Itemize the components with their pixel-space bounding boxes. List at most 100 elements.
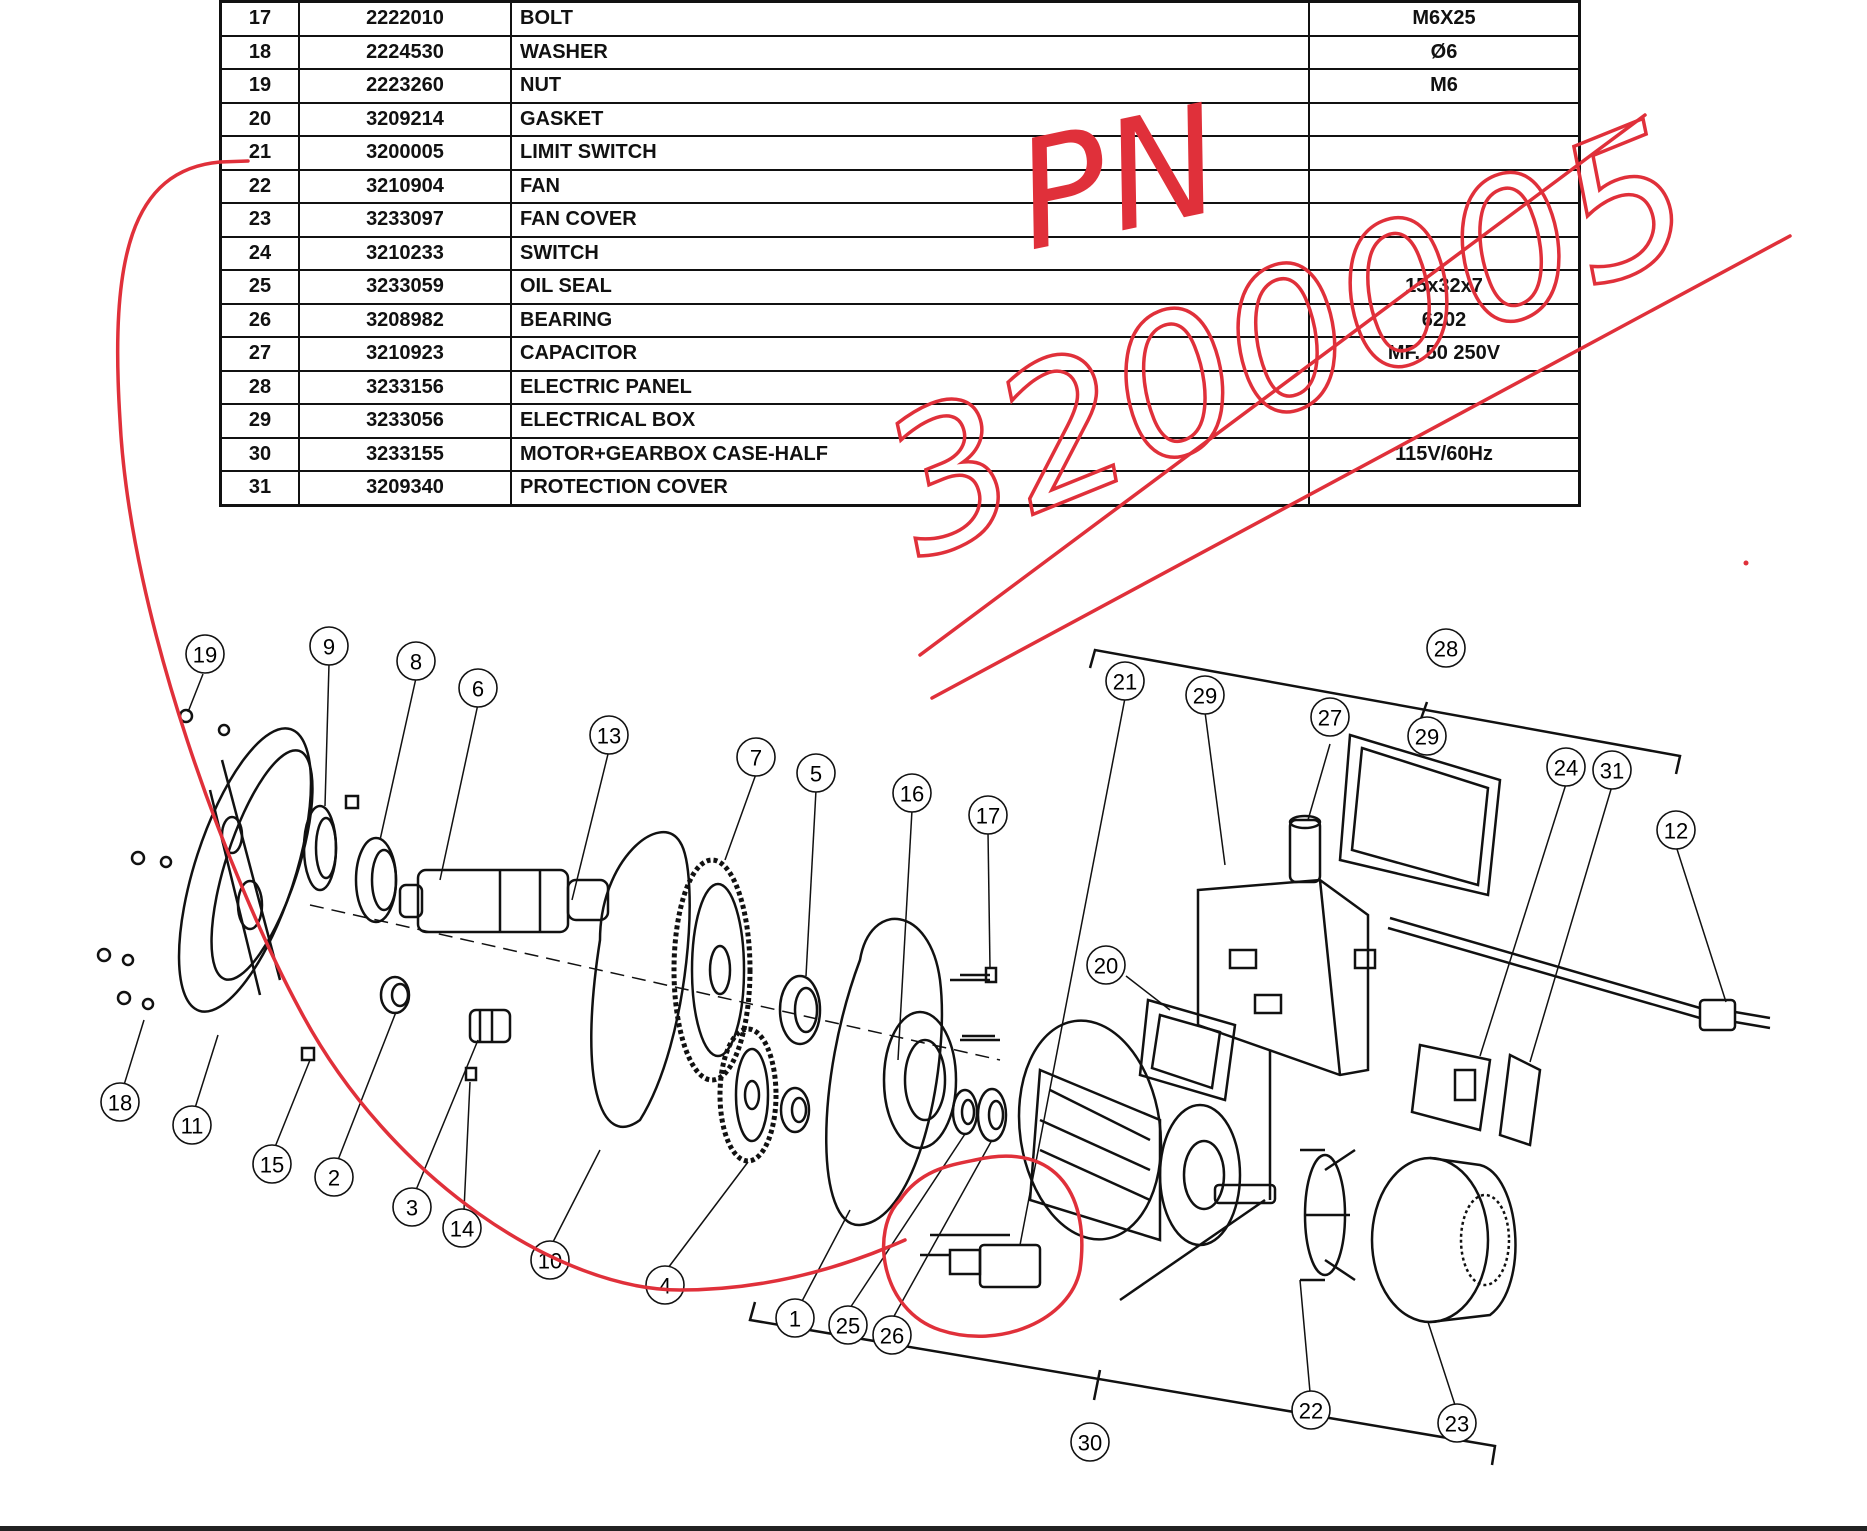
callout: 24 [1546,747,1586,787]
callout-label: 11 [181,1114,204,1139]
part-description: BOLT [510,0,1310,37]
callout-label: 19 [193,643,217,668]
callout: 28 [1426,628,1466,668]
callout-label: 14 [450,1217,474,1242]
callout-label: 2 [328,1166,340,1191]
callout-label: 17 [976,804,1000,829]
callout-label: 20 [1094,954,1118,979]
callout-label: 10 [538,1249,562,1274]
callout: 6 [458,668,498,708]
callouts: 19 9 8 6 13 7 5 16 17 21 29 28 27 29 24 … [100,626,1696,1462]
callout: 10 [530,1240,570,1280]
callout-label: 22 [1299,1399,1323,1424]
callout-label: 1 [789,1307,801,1332]
callout: 21 [1105,661,1145,701]
callout-label: 28 [1434,637,1458,662]
fan-drawing [1300,1148,1356,1282]
seal-25-bearing-26-drawing [951,1087,1008,1143]
callout: 13 [589,715,629,755]
housing-half-drawing [177,727,314,1013]
callout-label: 16 [900,782,924,807]
callout: 26 [872,1315,912,1355]
part-number: 2224530 [298,34,512,70]
electrical-box-drawing [1119,814,1377,1302]
part-number: 3209214 [298,101,512,137]
callout: 29 [1185,675,1225,715]
callout: 25 [828,1305,868,1345]
callout-label: 15 [260,1153,284,1178]
callout-label: 30 [1078,1431,1102,1456]
callout: 14 [442,1208,482,1248]
callout-label: 29 [1193,684,1217,709]
callout: 15 [252,1144,292,1184]
callout: 12 [1656,810,1696,850]
callout-label: 12 [1664,819,1688,844]
limit-switch-drawing [920,1233,1042,1289]
callout: 18 [100,1082,140,1122]
item-number: 17 [219,0,300,37]
part-number: 2222010 [298,0,512,37]
callout-label: 27 [1318,706,1342,731]
switch-and-cover-drawing [1410,1043,1542,1147]
callout-label: 25 [836,1314,860,1339]
callout-label: 31 [1600,759,1624,784]
callout-label: 29 [1415,725,1439,750]
part-spec: M6X25 [1308,0,1581,37]
callout: 8 [396,641,436,681]
centerline [309,904,1001,1061]
callout: 5 [796,753,836,793]
callout: 22 [1291,1390,1331,1430]
callout: 31 [1592,750,1632,790]
nuts-and-washers-drawing [96,708,478,1082]
item-number: 18 [219,34,300,70]
callout: 27 [1310,697,1350,737]
callout: 17 [968,795,1008,835]
callout: 7 [736,737,776,777]
callout: 1 [775,1298,815,1338]
callout: 20 [1086,945,1126,985]
power-cord-drawing [1387,916,1771,1032]
callout-label: 4 [659,1274,671,1299]
callout: 23 [1437,1403,1477,1443]
callout-label: 3 [406,1196,418,1221]
callout: 2 [314,1157,354,1197]
callout: 19 [185,634,225,674]
part-spec: Ø6 [1308,34,1581,70]
part-description: WASHER [510,34,1310,70]
callout: 16 [892,773,932,813]
shaft-drawing [398,868,610,1044]
motor-drawing [1017,1019,1277,1247]
item-number: 20 [219,101,300,137]
callout-label: 8 [410,650,422,675]
gearbox-cover-drawing [825,917,1000,1227]
part-description: NUT [510,68,1310,104]
callout-label: 18 [108,1091,132,1116]
callout-label: 26 [880,1324,904,1349]
seal-and-bearing-drawing [302,804,411,1015]
callout-label: 21 [1113,670,1137,695]
bearing-drawing [778,974,822,1134]
electric-panel-drawing [1338,733,1502,897]
fan-cover-drawing [1370,1156,1517,1324]
callout: 9 [309,626,349,666]
bolts-drawing [960,966,998,1038]
part-spec: M6 [1308,68,1581,104]
callout: 29 [1407,716,1447,756]
callout: 3 [392,1187,432,1227]
callout-label: 6 [472,677,484,702]
bottom-rule [0,1526,1867,1531]
callout: 30 [1070,1422,1110,1462]
callout-label: 9 [323,635,335,660]
item-number: 19 [219,68,300,104]
gasket-20-drawing [1138,998,1237,1102]
part-drawings [96,648,1771,1466]
callout-label: 23 [1445,1412,1469,1437]
callout-label: 7 [750,746,762,771]
callout: 4 [645,1265,685,1305]
callout-label: 5 [810,762,822,787]
part-number: 2223260 [298,68,512,104]
